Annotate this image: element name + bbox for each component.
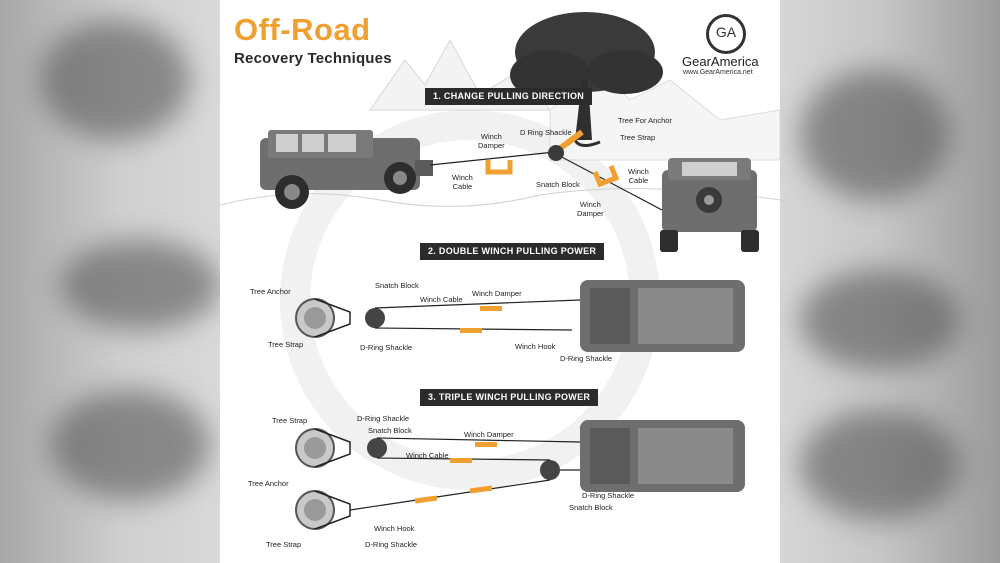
- blur-blob: [800, 270, 960, 370]
- label-line: Winch: [579, 200, 601, 209]
- blur-blob: [800, 410, 960, 520]
- label-d-ring-shackle-right: D-Ring Shackle: [560, 354, 613, 363]
- label-line: Damper: [478, 141, 505, 150]
- label-tree-strap: Tree Strap: [620, 133, 656, 142]
- brand-logo: GA: [706, 14, 746, 54]
- winch-damper-shape: [475, 442, 497, 447]
- winch-cable-line: [376, 437, 581, 443]
- label-winch-hook: Winch Hook: [374, 524, 415, 533]
- winch-cable-line: [429, 151, 556, 166]
- title-sub: Recovery Techniques: [234, 50, 392, 67]
- label-tree-anchor: Tree Anchor: [248, 479, 289, 488]
- winch-damper-shape: [414, 495, 438, 504]
- label-line: Cable: [452, 182, 473, 191]
- tree-trunk-shape: [304, 437, 326, 459]
- tree-strap-shape: [556, 129, 584, 153]
- label-winch-cable: Winch Cable: [420, 295, 463, 304]
- label-line: Cable: [628, 176, 649, 185]
- snatch-block-shape: [367, 438, 387, 458]
- brand-url: www.GearAmerica.net: [683, 69, 753, 76]
- winch-cable-line: [349, 479, 551, 511]
- label-snatch-block: Snatch Block: [536, 180, 580, 189]
- section-3-heading: 3. TRIPLE WINCH PULLING POWER: [420, 389, 599, 406]
- label-winch-cable-right: Winch Cable: [628, 167, 649, 185]
- jeep-top-view: [580, 420, 745, 492]
- tree-illustration: [510, 12, 663, 147]
- tree-trunk-shape: [304, 307, 326, 329]
- infographic-drawing: [220, 12, 780, 530]
- label-tree-strap: Tree Strap: [268, 340, 304, 349]
- blur-blob: [60, 240, 220, 330]
- blur-blob: [800, 70, 950, 200]
- label-winch-hook: Winch Hook: [515, 342, 556, 351]
- label-snatch-block-right: Snatch Block: [569, 503, 613, 512]
- snatch-block-shape: [365, 308, 385, 328]
- winch-damper-shape: [480, 306, 502, 311]
- blur-blob: [40, 20, 190, 140]
- blur-blob: [50, 390, 210, 500]
- label-winch-damper-left: Winch Damper: [478, 132, 505, 150]
- snatch-block-shape: [548, 145, 564, 161]
- label-tree-strap-bottom: Tree Strap: [266, 540, 302, 549]
- winch-damper-shape: [450, 458, 472, 463]
- tree-trunk-shape: [304, 499, 326, 521]
- label-d-ring-shackle: D Ring Shackle: [520, 128, 572, 137]
- snatch-block-shape: [540, 460, 560, 480]
- label-d-ring-shackle-top: D-Ring Shackle: [357, 414, 410, 423]
- title-main: Off-Road: [234, 12, 371, 47]
- label-snatch-block-top: Snatch Block: [368, 426, 412, 435]
- winch-damper-shape: [460, 328, 482, 333]
- label-winch-damper: Winch Damper: [464, 430, 514, 439]
- label-winch-cable-left: Winch Cable: [452, 173, 473, 191]
- label-winch-damper-right: Winch Damper: [577, 200, 604, 218]
- label-tree-strap-top: Tree Strap: [272, 416, 308, 425]
- jeep-top-view: [580, 280, 745, 352]
- label-d-ring-shackle-bottom: D-Ring Shackle: [365, 540, 418, 549]
- tree-strap-shape: [314, 428, 351, 468]
- jeep-rear-view: [660, 158, 759, 252]
- label-snatch-block: Snatch Block: [375, 281, 419, 290]
- winch-damper-shape: [469, 485, 493, 494]
- tree-strap-shape: [314, 298, 351, 338]
- left-blurred-background: [0, 0, 220, 563]
- label-tree-anchor: Tree Anchor: [250, 287, 291, 296]
- winch-damper-shape: [592, 165, 620, 188]
- label-winch-damper: Winch Damper: [472, 289, 522, 298]
- infographic-panel: Off-Road Recovery Techniques GA GearAmer…: [220, 0, 780, 563]
- brand-name: GearAmerica: [682, 54, 759, 69]
- label-winch-cable: Winch Cable: [406, 451, 449, 460]
- section-2-heading: 2. DOUBLE WINCH PULLING POWER: [420, 243, 605, 260]
- label-d-ring-shackle-right: D-Ring Shackle: [582, 491, 635, 500]
- winch-cable-line: [374, 299, 581, 309]
- label-tree-for-anchor: Tree For Anchor: [618, 116, 672, 125]
- section-1-heading: 1. CHANGE PULLING DIRECTION: [425, 88, 593, 105]
- label-d-ring-shackle-left: D-Ring Shackle: [360, 343, 413, 352]
- brand-initials: GA: [715, 24, 737, 40]
- label-line: Winch: [452, 173, 473, 182]
- label-line: Damper: [577, 209, 604, 218]
- label-line: Winch: [480, 132, 502, 141]
- winch-damper-shape: [485, 160, 513, 175]
- jeep-side-view: [260, 130, 433, 209]
- right-blurred-background: [780, 0, 1000, 563]
- label-line: Winch: [628, 167, 649, 176]
